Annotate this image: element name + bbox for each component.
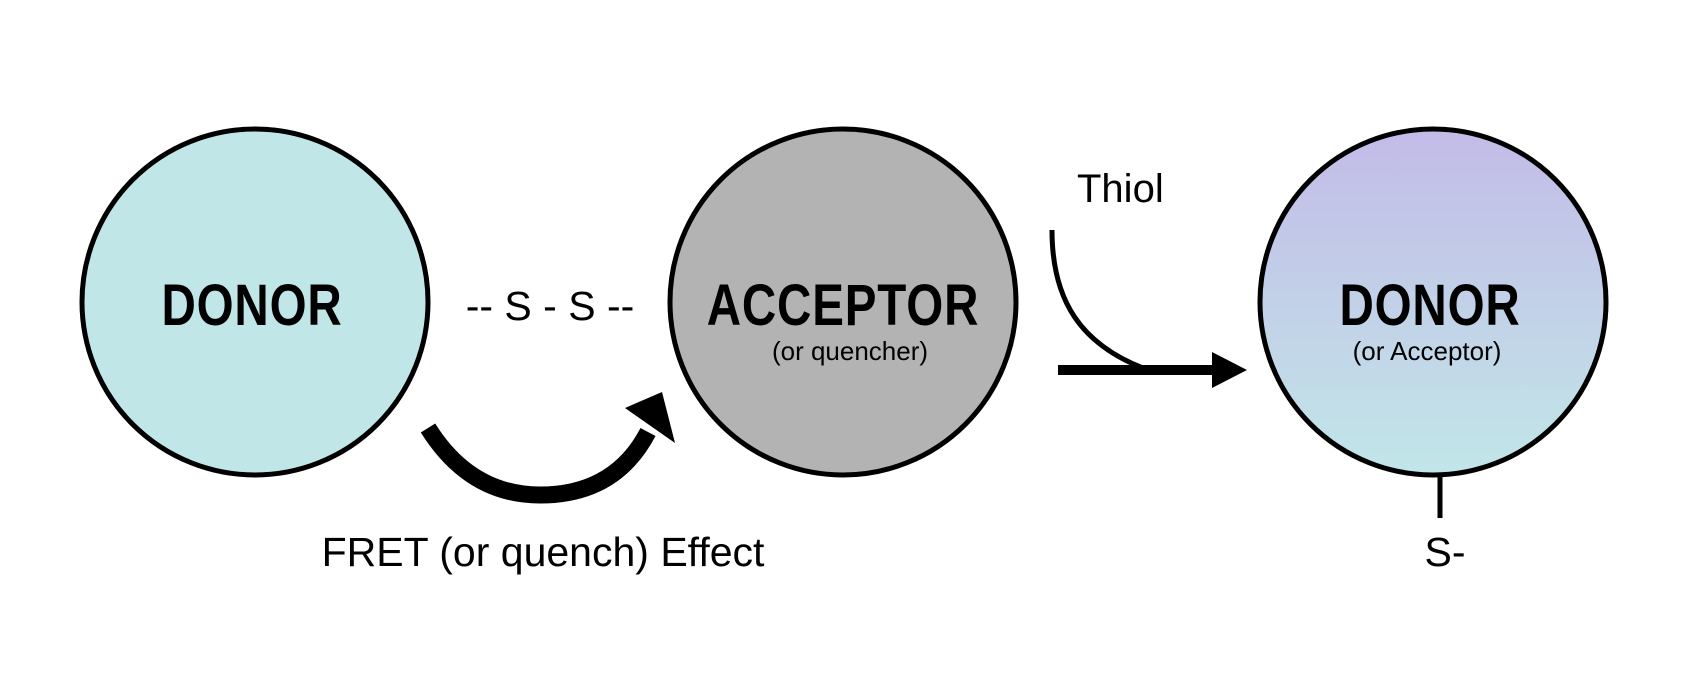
acceptor-title: ACCEPTOR — [707, 274, 979, 339]
reaction-arrow: Thiol — [1049, 167, 1247, 388]
free-thiol-label: S- — [1425, 529, 1466, 575]
acceptor-subtitle: (or quencher) — [772, 336, 928, 366]
acceptor-node: ACCEPTOR (or quencher) — [667, 126, 1019, 478]
donor-node: DONOR — [79, 126, 431, 478]
thiol-entry-curve — [1049, 229, 1149, 373]
acceptor-circle — [667, 126, 1019, 478]
donor-circle — [79, 126, 431, 478]
fret-arrow-head — [625, 392, 675, 443]
product-subtitle: (or Acceptor) — [1353, 336, 1502, 366]
fret-arrow — [420, 392, 675, 504]
disulfide-linker-label: -- S - S -- — [466, 283, 635, 329]
donor-title: DONOR — [161, 274, 342, 339]
fret-effect-label: FRET (or quench) Effect — [322, 529, 765, 575]
thiol-reagent-label: Thiol — [1077, 167, 1164, 211]
product-title: DONOR — [1339, 274, 1520, 339]
product-circle — [1257, 126, 1609, 478]
fret-arrow-curve — [420, 423, 656, 504]
reaction-arrow-head — [1212, 352, 1247, 388]
product-node: DONOR (or Acceptor) S- — [1257, 126, 1609, 575]
